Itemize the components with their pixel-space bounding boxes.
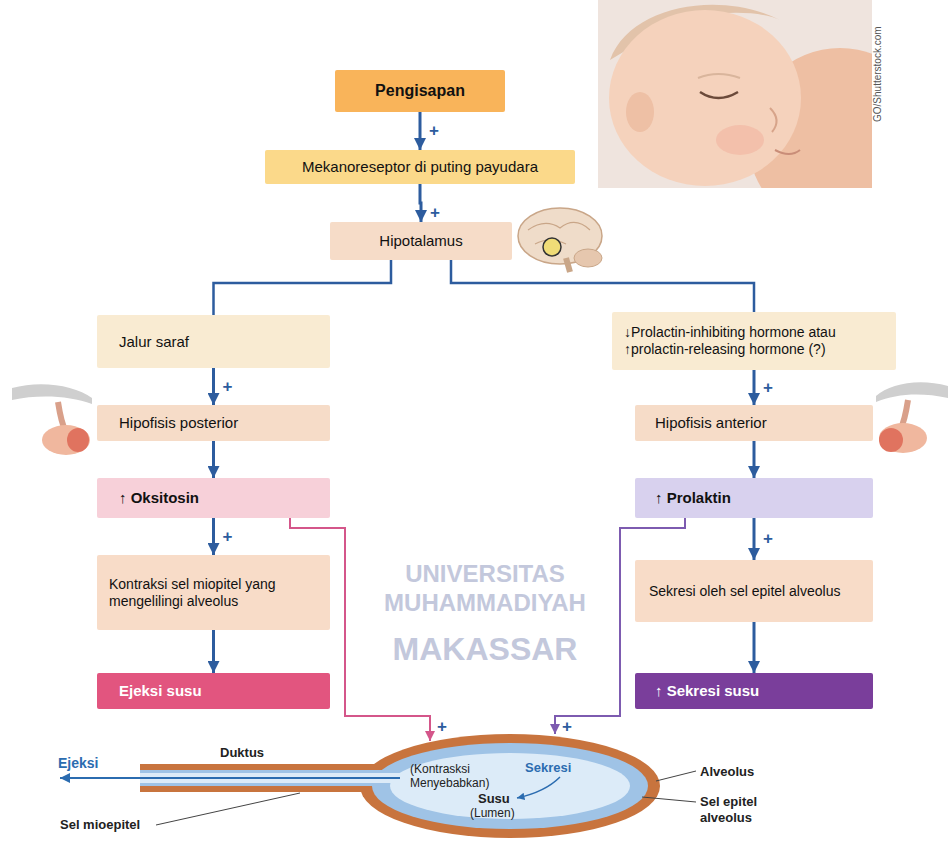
pituitary-icon — [876, 382, 948, 402]
edge-label: + — [223, 528, 233, 545]
leader-line — [156, 793, 300, 825]
brain-stem — [566, 258, 570, 272]
part-label: Ejeksi — [58, 755, 98, 772]
gland-box: Hipofisis anterior — [635, 405, 873, 441]
flow-arrow — [420, 184, 421, 222]
node-text: Jalur saraf — [119, 333, 316, 351]
leader-line — [656, 771, 696, 781]
flow-arrow — [212, 630, 215, 673]
brain-cerebellum — [574, 249, 602, 267]
baby-eye — [700, 92, 738, 98]
part-label: (Kontrasksi Menyebabkan) — [410, 762, 505, 791]
hypothalamus-marker — [543, 238, 561, 256]
flow-arrow — [212, 518, 215, 555]
process-box: Kontraksi sel miopitel yang mengelilingi… — [97, 555, 330, 630]
node-text: Hipofisis posterior — [119, 414, 316, 432]
ejection-arrow — [60, 777, 400, 779]
flow-arrow — [419, 112, 422, 150]
node-text: ↑ Oksitosin — [119, 489, 316, 507]
plus-sign: + — [437, 717, 447, 737]
node-text: Sekresi oleh sel epitel alveolus — [649, 583, 859, 600]
posterior-lobe — [67, 428, 89, 452]
part-label: Susu — [478, 791, 510, 807]
node-text: Hipofisis anterior — [655, 414, 859, 432]
part-label: Sekresi — [525, 760, 571, 776]
result-box: ↑ Sekresi susu — [635, 673, 873, 709]
baby-mouth — [775, 150, 800, 154]
node-text: ↑ Sekresi susu — [655, 682, 859, 700]
watermark: MAKASSAR — [360, 630, 610, 668]
flow-arrow — [753, 622, 756, 673]
anterior-lobe — [879, 428, 903, 452]
plus-sign: + — [562, 717, 572, 737]
flow-arrow — [451, 260, 754, 312]
edge-label: + — [430, 204, 440, 221]
node-text: Hipotalamus — [340, 232, 502, 250]
flow-arrow — [212, 441, 215, 478]
part-label: Sel mioepitel — [60, 817, 140, 833]
secretion-arrow — [517, 777, 560, 798]
pituitary-gland — [42, 425, 90, 455]
baby-ear — [626, 92, 654, 132]
alveolus-outer — [360, 734, 660, 838]
hormone-box: ↑ Oksitosin — [97, 478, 330, 518]
alveolus-epithelium — [372, 743, 648, 829]
node-text: Mekanoreseptor di puting payudara — [275, 158, 565, 176]
result-box: Ejeksi susu — [97, 673, 330, 709]
baby-cheek — [716, 125, 764, 155]
gland-box: Hipofisis posterior — [97, 405, 330, 441]
pituitary-gland — [879, 423, 927, 453]
start-box: Pengisapan — [335, 70, 505, 112]
part-label: Sel epitel alveolus — [700, 794, 785, 825]
edge-label: + — [763, 379, 773, 396]
watermark: UNIVERSITAS MUHAMMADIYAH — [360, 560, 610, 618]
edge-label: + — [429, 122, 439, 139]
photo-credit: GO/Shutterstock.com — [872, 26, 884, 122]
flow-arrow — [212, 368, 215, 405]
process-box: Hipotalamus — [330, 222, 512, 260]
receptor-box: Mekanoreseptor di puting payudara — [265, 150, 575, 184]
edge-label: + — [763, 530, 773, 547]
pituitary-icon — [12, 384, 92, 404]
flow-arrow — [753, 441, 756, 478]
pathway-box: Jalur saraf — [97, 315, 330, 368]
flow-arrow — [753, 518, 756, 560]
node-text: ↓Prolactin-inhibiting hormone atau ↑prol… — [624, 324, 884, 358]
flow-arrow — [214, 260, 392, 315]
hormone-box: ↑ Prolaktin — [635, 478, 873, 518]
node-text: Ejeksi susu — [119, 682, 316, 700]
baby-brow — [698, 74, 740, 78]
part-label: Duktus — [220, 745, 264, 761]
part-label: (Lumen) — [470, 806, 515, 820]
edge-label: + — [223, 378, 233, 395]
baby-nose — [770, 108, 777, 132]
baby-head — [609, 10, 801, 186]
part-label: Alveolus — [700, 764, 754, 780]
node-text: ↑ Prolaktin — [655, 489, 859, 507]
flow-arrow — [753, 370, 756, 405]
node-text: Pengisapan — [345, 81, 495, 100]
pathway-box: ↓Prolactin-inhibiting hormone atau ↑prol… — [612, 312, 896, 370]
leader-line — [642, 797, 696, 802]
node-text: Kontraksi sel miopitel yang mengelilingi… — [109, 576, 316, 610]
process-box: Sekresi oleh sel epitel alveolus — [635, 560, 873, 622]
